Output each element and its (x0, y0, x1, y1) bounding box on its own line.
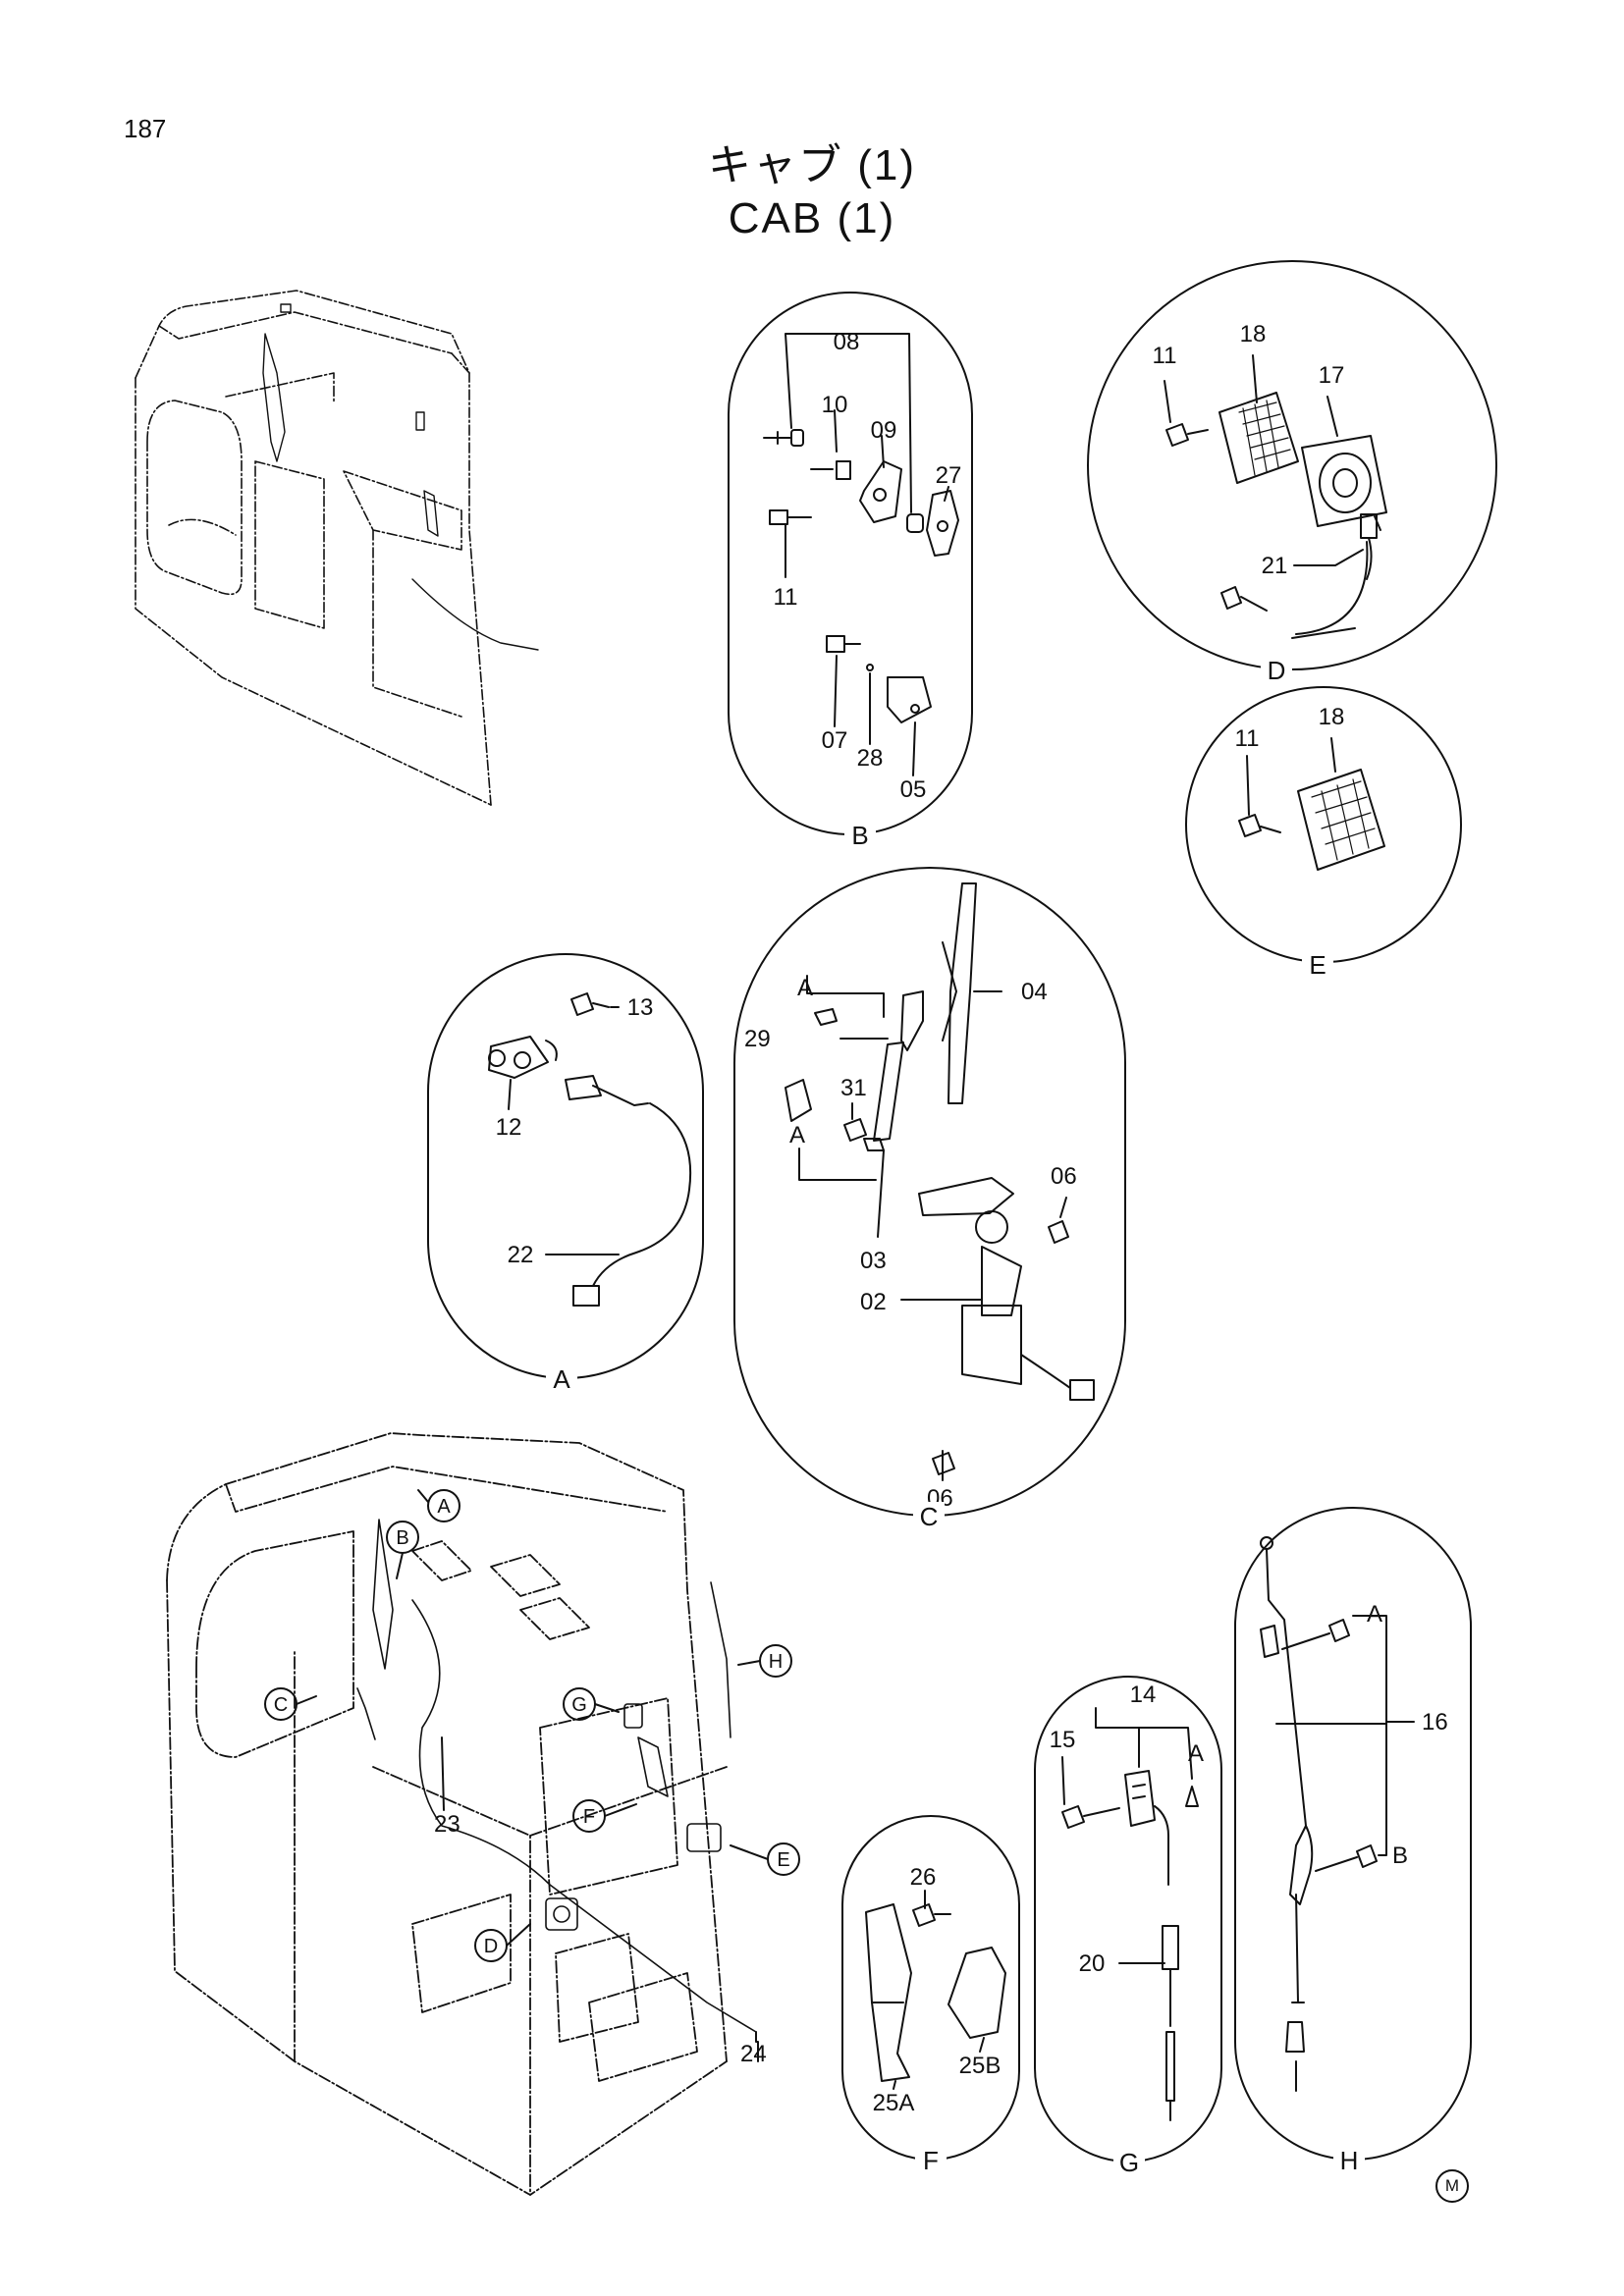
part-25b: 25B (959, 2053, 1001, 2079)
cab-main-details (356, 1519, 757, 2033)
callout-b: B (1392, 1842, 1408, 1869)
callout-d: D (484, 1936, 498, 1957)
detail-panel-e: 11 18 E (1185, 686, 1462, 980)
part-06: 06 (1051, 1163, 1077, 1190)
detail-panel-a: 13 12 22 A (427, 953, 704, 1394)
cab-main-view (166, 1432, 728, 2196)
part-22: 22 (508, 1242, 534, 1268)
detail-panel-b: 08 10 09 27 11 07 28 05 B (728, 292, 973, 850)
callout-g: G (571, 1694, 587, 1716)
panel-e-label: E (1309, 950, 1326, 980)
callout-a: A (797, 975, 813, 1001)
callout-f: F (583, 1806, 595, 1828)
part-28: 28 (857, 745, 884, 772)
part-31: 31 (840, 1075, 867, 1101)
main-callouts: A B C H G F E D 23 24 (264, 1489, 800, 2067)
callout-e: E (777, 1849, 789, 1871)
panel-g-label: G (1119, 2148, 1139, 2177)
part-07: 07 (822, 727, 848, 754)
detail-panel-h: A 16 B H (1234, 1507, 1472, 2175)
detail-panel-d: 11 18 17 21 D (1087, 260, 1497, 685)
panel-c-label: C (920, 1502, 939, 1531)
part-15: 15 (1050, 1727, 1076, 1753)
detail-panel-g: 14 15 A 20 G (1034, 1676, 1222, 2177)
part-14: 14 (1130, 1682, 1157, 1708)
callout-a: A (1188, 1740, 1204, 1767)
part-24: 24 (740, 2041, 767, 2067)
part-26: 26 (910, 1864, 937, 1891)
part-29: 29 (744, 1026, 771, 1052)
part-11: 11 (1153, 343, 1177, 369)
part-16: 16 (1422, 1709, 1448, 1735)
part-03: 03 (860, 1248, 887, 1274)
detail-panel-c: 04 A 29 31 A 06 03 02 06 C (733, 867, 1126, 1531)
part-09: 09 (871, 417, 897, 444)
part-25a: 25A (873, 2090, 915, 2116)
panel-a-label: A (553, 1364, 570, 1394)
cab-overview-details (262, 303, 539, 651)
callout-a-lower: A (789, 1122, 805, 1148)
callout-c: C (274, 1694, 288, 1716)
page-number: 187 (124, 114, 167, 143)
callout-a: A (437, 1496, 451, 1518)
panel-d-label: D (1268, 656, 1286, 685)
part-17: 17 (1319, 362, 1345, 389)
part-20: 20 (1079, 1950, 1106, 1977)
panel-h-label: H (1340, 2146, 1359, 2175)
panel-f-label: F (923, 2146, 939, 2175)
cab-overview-small (135, 290, 492, 806)
part-23: 23 (434, 1811, 460, 1838)
title-japanese: キャブ (1) (708, 141, 916, 189)
callout-h: H (769, 1651, 783, 1673)
part-10: 10 (822, 392, 848, 418)
part-08: 08 (834, 329, 860, 355)
detail-panel-f: 26 25B 25A F (841, 1815, 1020, 2175)
part-04: 04 (1021, 979, 1048, 1005)
part-11: 11 (1235, 725, 1260, 752)
part-13: 13 (627, 994, 654, 1021)
part-18: 18 (1319, 704, 1345, 730)
part-02: 02 (860, 1289, 887, 1315)
footer-mark: M (1435, 2169, 1469, 2203)
part-21: 21 (1262, 553, 1288, 579)
part-11: 11 (774, 584, 798, 611)
part-27: 27 (936, 462, 962, 489)
callout-b: B (396, 1527, 408, 1549)
title-english: CAB (1) (728, 194, 896, 242)
panel-b-label: B (851, 821, 868, 850)
part-18: 18 (1240, 321, 1267, 347)
part-05: 05 (900, 776, 927, 803)
callout-a: A (1367, 1601, 1382, 1628)
part-12: 12 (496, 1114, 522, 1141)
